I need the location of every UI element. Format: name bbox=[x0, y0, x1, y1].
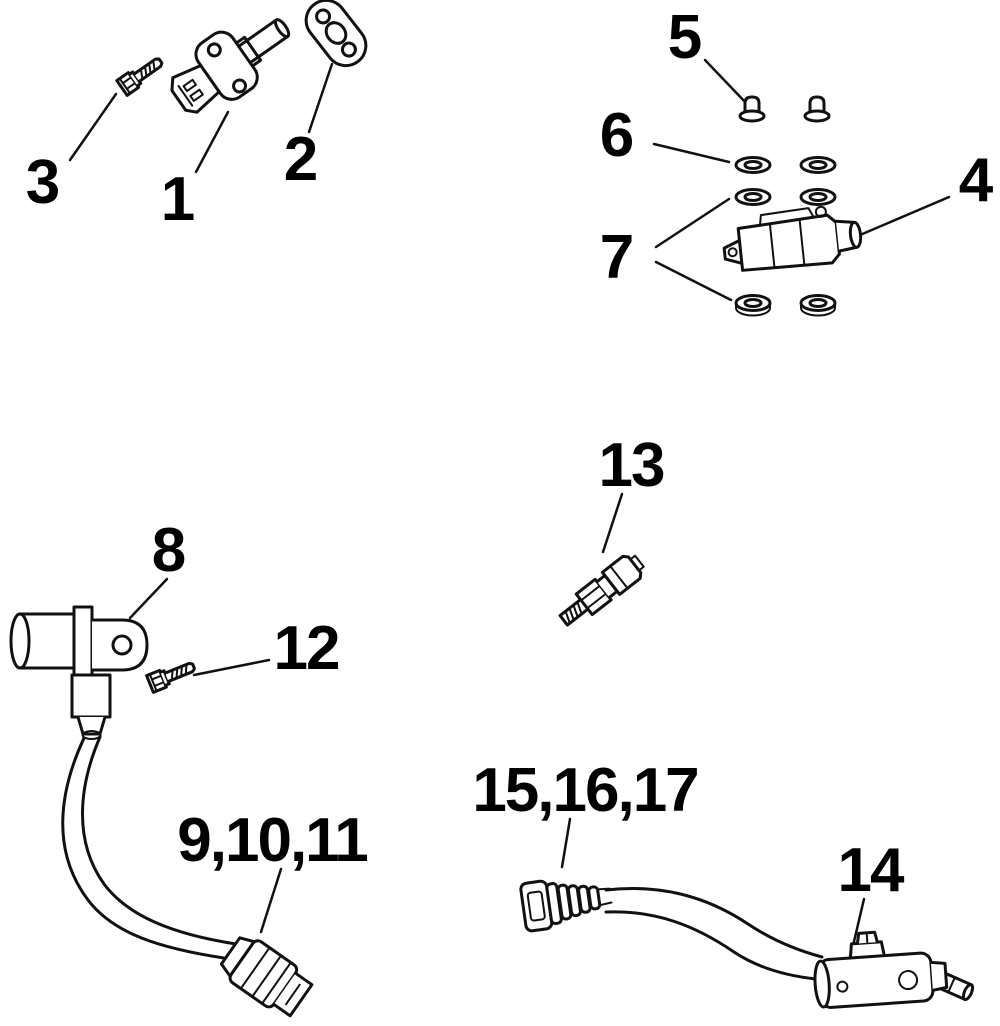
callout-part-8: 8 bbox=[151, 516, 187, 585]
leader-line-14 bbox=[850, 897, 866, 952]
leader-line-12 bbox=[192, 658, 271, 677]
callout-part-9-10-11: 9,10,11 bbox=[177, 806, 368, 875]
callout-part-5: 5 bbox=[667, 3, 703, 72]
diagram-ink-layer bbox=[9, 0, 975, 1018]
leader-line-1 bbox=[194, 110, 230, 174]
leader-line-5 bbox=[703, 58, 749, 106]
leader-line-4 bbox=[851, 195, 951, 240]
washer-drawing-part-7c bbox=[734, 294, 772, 317]
washer-drawing-part-6a bbox=[734, 156, 772, 174]
sensor-drawing-part-8 bbox=[9, 605, 238, 960]
leader-line-3 bbox=[68, 92, 118, 162]
callout-part-14: 14 bbox=[837, 836, 905, 905]
hex-bolt-drawing-part-3 bbox=[115, 57, 164, 97]
washer-drawing-part-7a bbox=[734, 188, 772, 206]
leader-line-8 bbox=[128, 577, 169, 620]
sensor-drawing-part-1 bbox=[170, 18, 291, 114]
leader-line-2 bbox=[307, 62, 334, 134]
callout-part-2: 2 bbox=[283, 125, 319, 194]
leader-line-7a bbox=[654, 197, 731, 249]
washer-drawing-part-6b bbox=[799, 156, 837, 174]
sensor-drawing-part-14 bbox=[813, 930, 975, 1009]
gasket-drawing-part-2 bbox=[304, 0, 368, 68]
leader-line-13 bbox=[601, 492, 624, 554]
sensor-drawing-part-4 bbox=[722, 205, 863, 272]
leader-line-6 bbox=[652, 142, 731, 164]
grommet-drawing-part-5a bbox=[738, 95, 766, 123]
callout-part-15-16-17: 15,16,17 bbox=[472, 756, 699, 825]
callout-part-1: 1 bbox=[160, 165, 196, 234]
callout-part-7: 7 bbox=[599, 223, 635, 292]
callout-part-12: 12 bbox=[273, 614, 341, 683]
washer-drawing-part-7d bbox=[799, 294, 837, 317]
callout-part-3: 3 bbox=[25, 148, 61, 217]
harness-connector-drawing-part-15-16-17 bbox=[519, 879, 613, 933]
callout-part-6: 6 bbox=[599, 101, 635, 170]
leader-lines bbox=[68, 58, 951, 952]
harness-wires-drawing bbox=[604, 887, 824, 981]
callout-part-13: 13 bbox=[598, 431, 666, 500]
sensor-drawing-part-13 bbox=[558, 554, 645, 627]
connector-drawing-part-9-10-11 bbox=[219, 936, 314, 1018]
callout-part-4: 4 bbox=[958, 146, 994, 215]
hex-bolt-drawing-part-12 bbox=[145, 661, 197, 694]
leader-line-9-10-11 bbox=[259, 867, 283, 934]
leader-line-15-16-17 bbox=[560, 817, 572, 869]
leader-line-7b bbox=[654, 260, 733, 302]
grommet-drawing-part-5b bbox=[803, 95, 831, 123]
washer-drawing-part-7b bbox=[799, 188, 837, 206]
